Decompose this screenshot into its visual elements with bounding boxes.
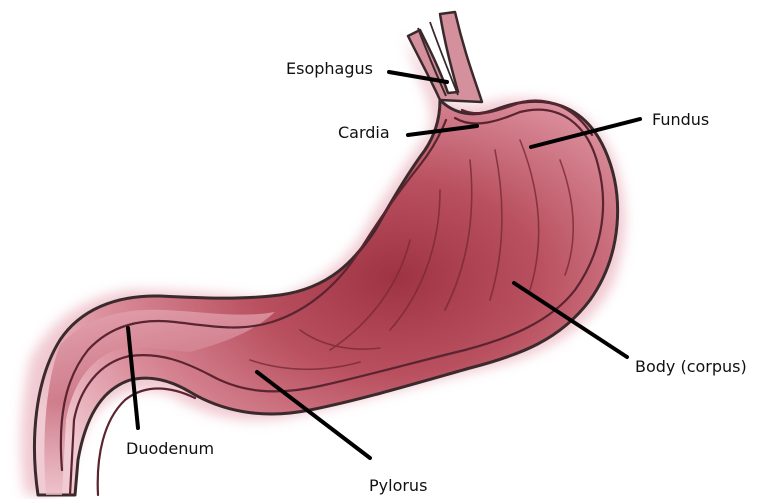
label-pylorus: Pylorus: [369, 477, 427, 495]
label-esophagus: Esophagus: [286, 60, 373, 78]
label-fundus: Fundus: [652, 111, 709, 129]
esophagus-shape: [408, 12, 482, 102]
label-body-corpus: Body (corpus): [635, 358, 747, 376]
label-cardia: Cardia: [338, 124, 390, 142]
label-duodenum: Duodenum: [126, 440, 214, 458]
